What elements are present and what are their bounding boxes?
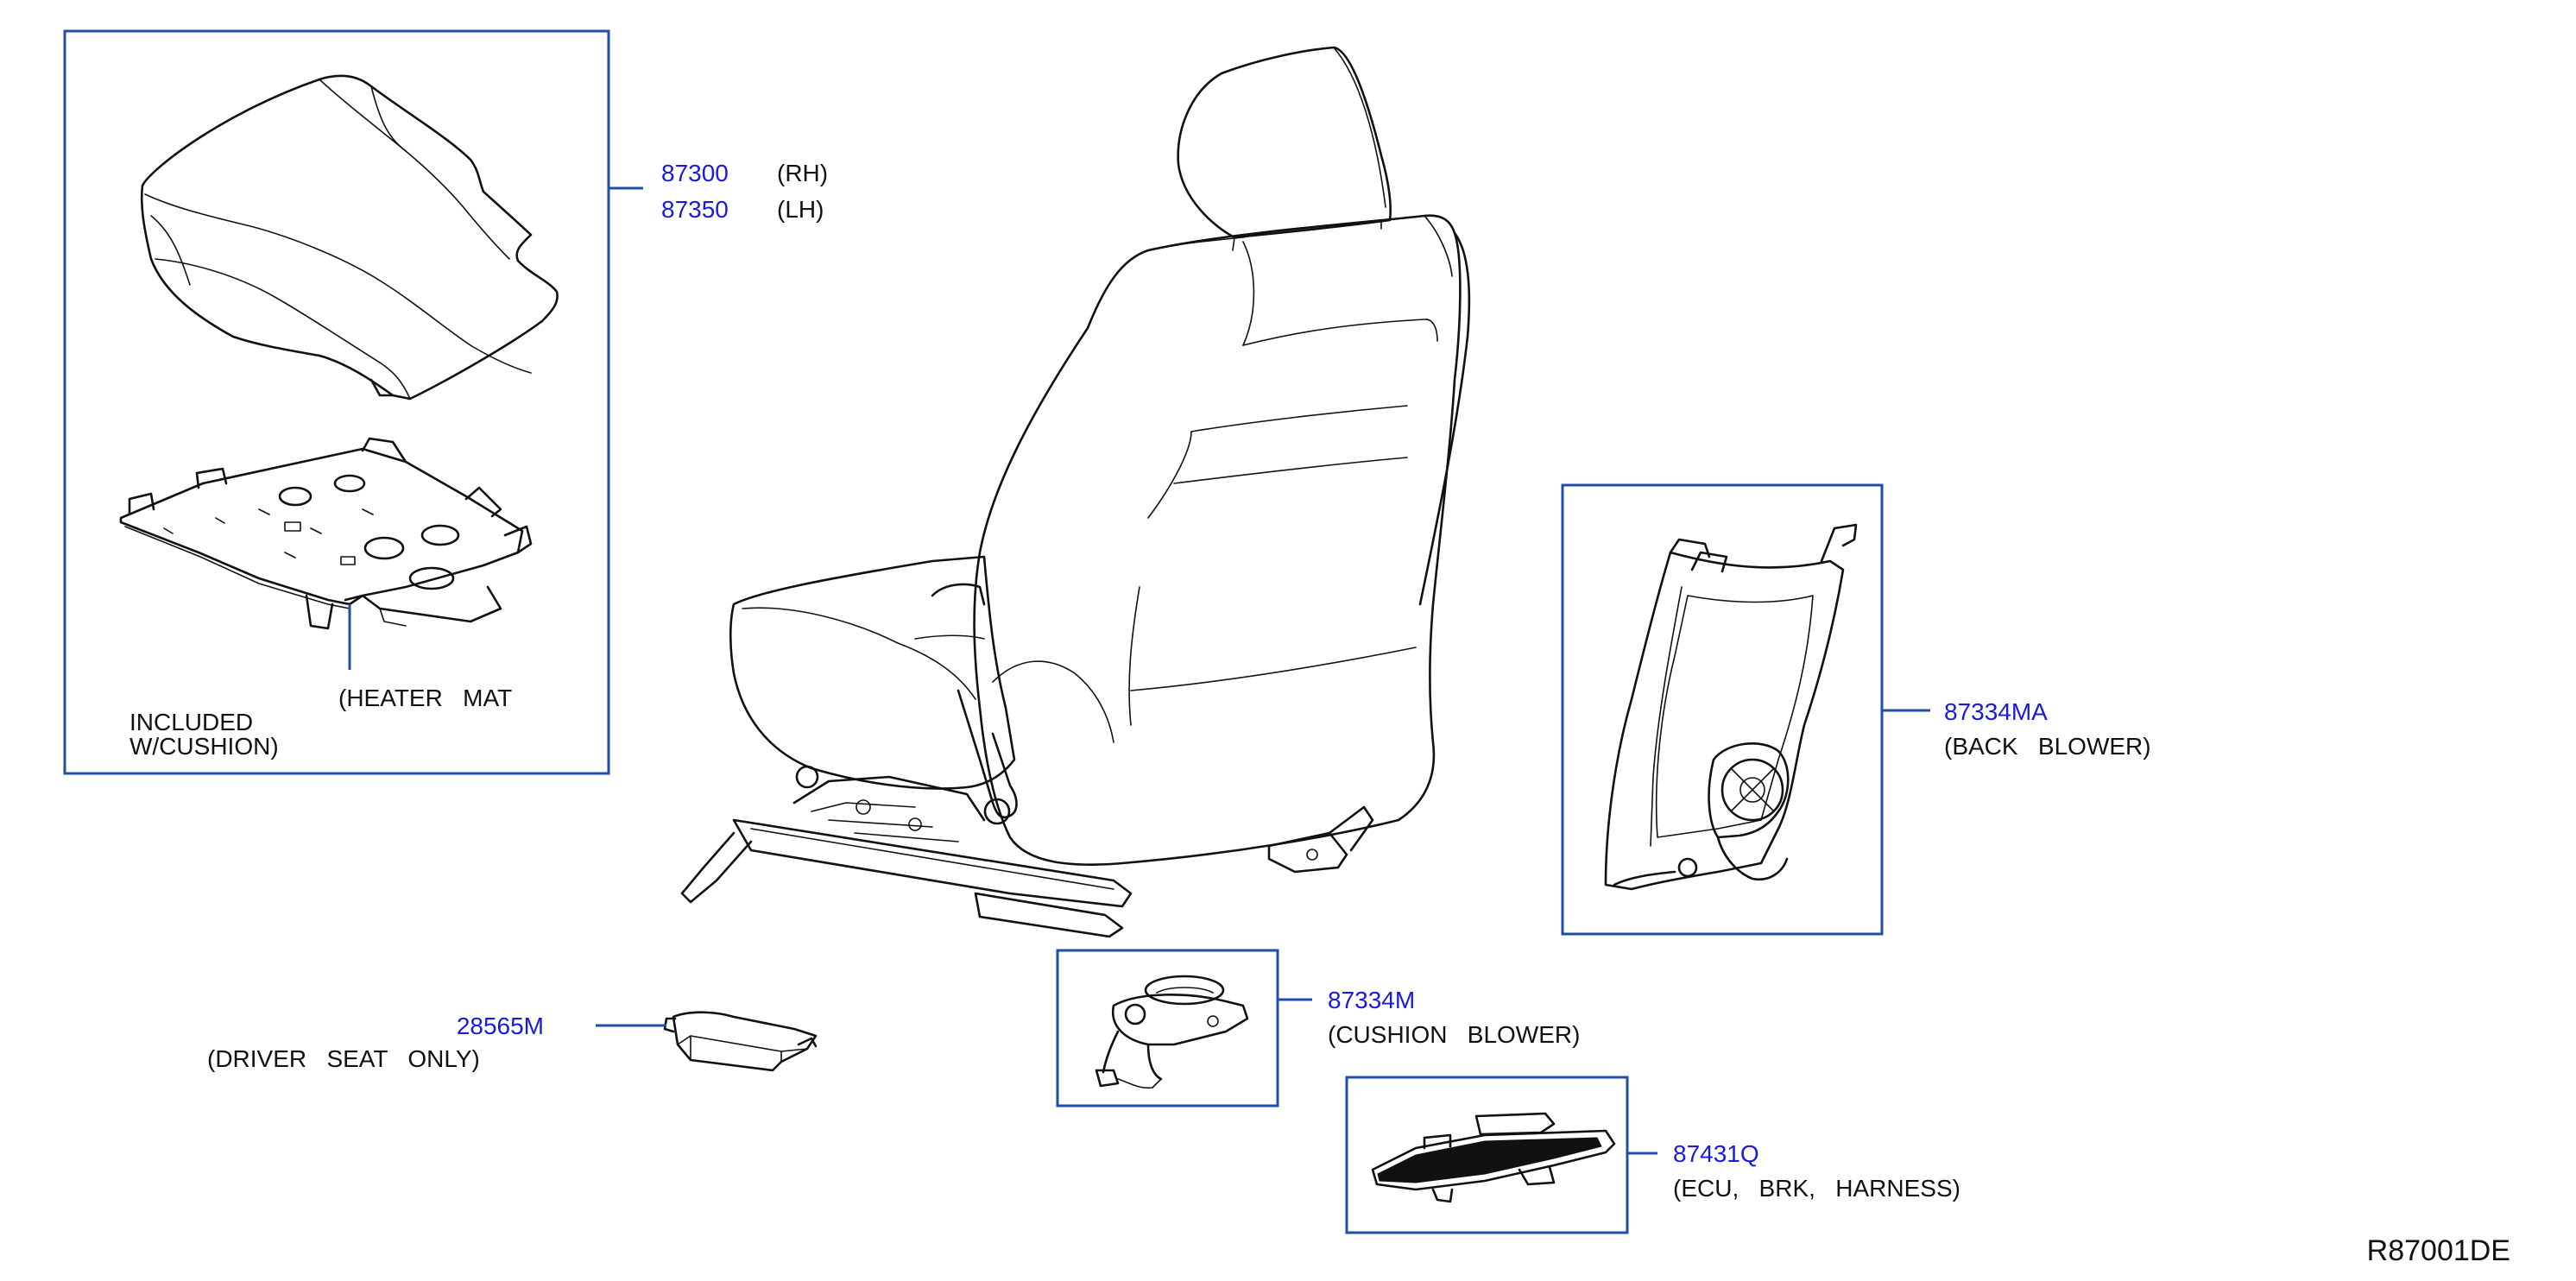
ecu-harness-illustration [1371,1112,1616,1203]
driver-seat-module-illustration [663,1011,818,1072]
heater-mat-label: (HEATER MAT [338,685,512,711]
cushion-blower-label: (CUSHION BLOWER) [1328,1021,1580,1048]
part-number-87300[interactable]: 87300 [661,160,729,186]
part-number-28565m[interactable]: 28565M [457,1013,544,1039]
cushion-blower-box [1056,949,1279,1107]
rh-label: (RH) [777,160,828,186]
part-number-87350[interactable]: 87350 [661,196,729,223]
part-number-87334ma[interactable]: 87334MA [1944,698,2048,725]
part-number-87431q[interactable]: 87431Q [1673,1140,1759,1167]
back-blower-label: (BACK BLOWER) [1944,733,2151,760]
ecu-label: (ECU, BRK, HARNESS) [1673,1175,1960,1202]
seat-assembly-illustration [680,46,1471,938]
cushion-blower-illustration [1095,975,1249,1089]
cushion-group-box [63,29,610,775]
lh-label: (LH) [777,196,824,223]
heater-mat-illustration [119,437,533,630]
driver-seat-only-label: (DRIVER SEAT ONLY) [207,1045,480,1072]
back-blower-box [1561,483,1884,936]
ecu-box [1345,1076,1629,1234]
seat-cushion-cover-illustration [140,74,559,401]
part-number-87334m[interactable]: 87334M [1328,987,1415,1013]
included-label-line1: INCLUDED [129,709,253,735]
back-blower-illustration [1604,523,1858,891]
included-label-line2: W/CUSHION) [129,733,279,760]
diagram-reference-code: R87001DE [2367,1234,2510,1267]
